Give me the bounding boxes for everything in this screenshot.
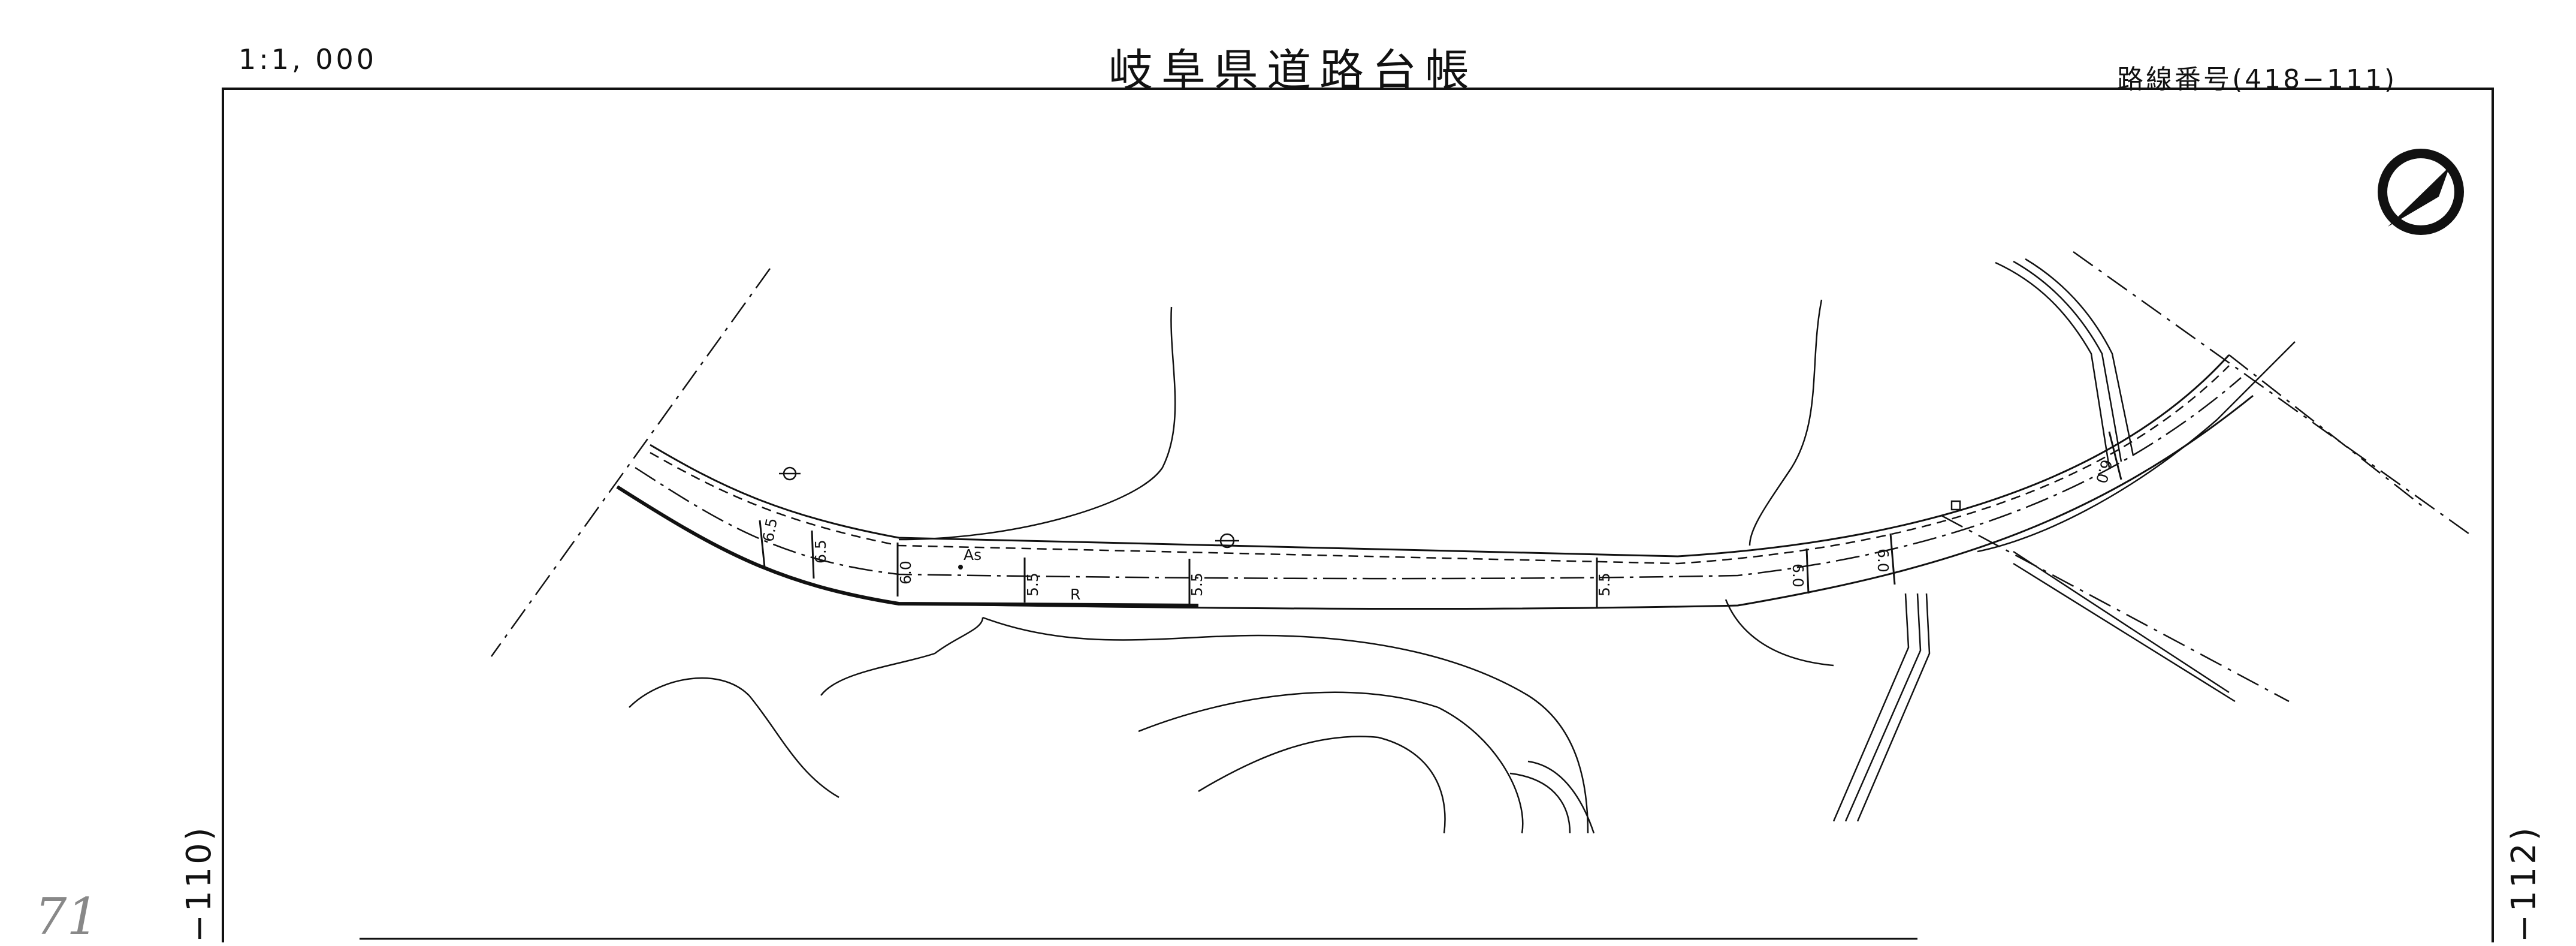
boundary-chain-lines — [490, 251, 2469, 703]
road-width-label: 6.5 — [759, 517, 780, 543]
road-width-label: 6.5 — [812, 540, 829, 564]
survey-point — [958, 565, 963, 570]
road-width-label: 5.5 — [1188, 573, 1206, 596]
radius-label: R — [1070, 586, 1080, 603]
width-ticks — [759, 431, 2122, 608]
handwritten-note: 71 — [35, 887, 99, 946]
road-north-edge — [650, 354, 2230, 558]
road-south-edge-thick — [616, 485, 1199, 607]
north-arrow-icon — [2378, 149, 2464, 235]
terrain-contours — [629, 299, 2296, 834]
utility-pole-icon — [779, 466, 801, 481]
road-south-edge — [617, 394, 2254, 610]
boundary-marker — [1950, 500, 1961, 511]
road-width-label: 6.0 — [1789, 564, 1807, 588]
road-width-label: 5.5 — [1596, 573, 1613, 596]
road-width-label: 5.5 — [1024, 573, 1041, 596]
road-outline — [616, 354, 2254, 610]
road-center-line — [635, 377, 2242, 580]
utility-pole-icon — [1215, 533, 1239, 549]
scale-label: 1:1, 000 — [238, 43, 378, 76]
road-width-label: 6.0 — [2092, 457, 2115, 485]
surface-label: As — [964, 546, 982, 564]
side-road-south — [1832, 550, 2236, 822]
side-road-north — [1995, 258, 2134, 468]
road-width-label: 6.0 — [1874, 549, 1892, 573]
map-frame — [222, 88, 2494, 942]
road-width-label: 6.0 — [897, 561, 914, 585]
curb-line — [650, 365, 2230, 565]
